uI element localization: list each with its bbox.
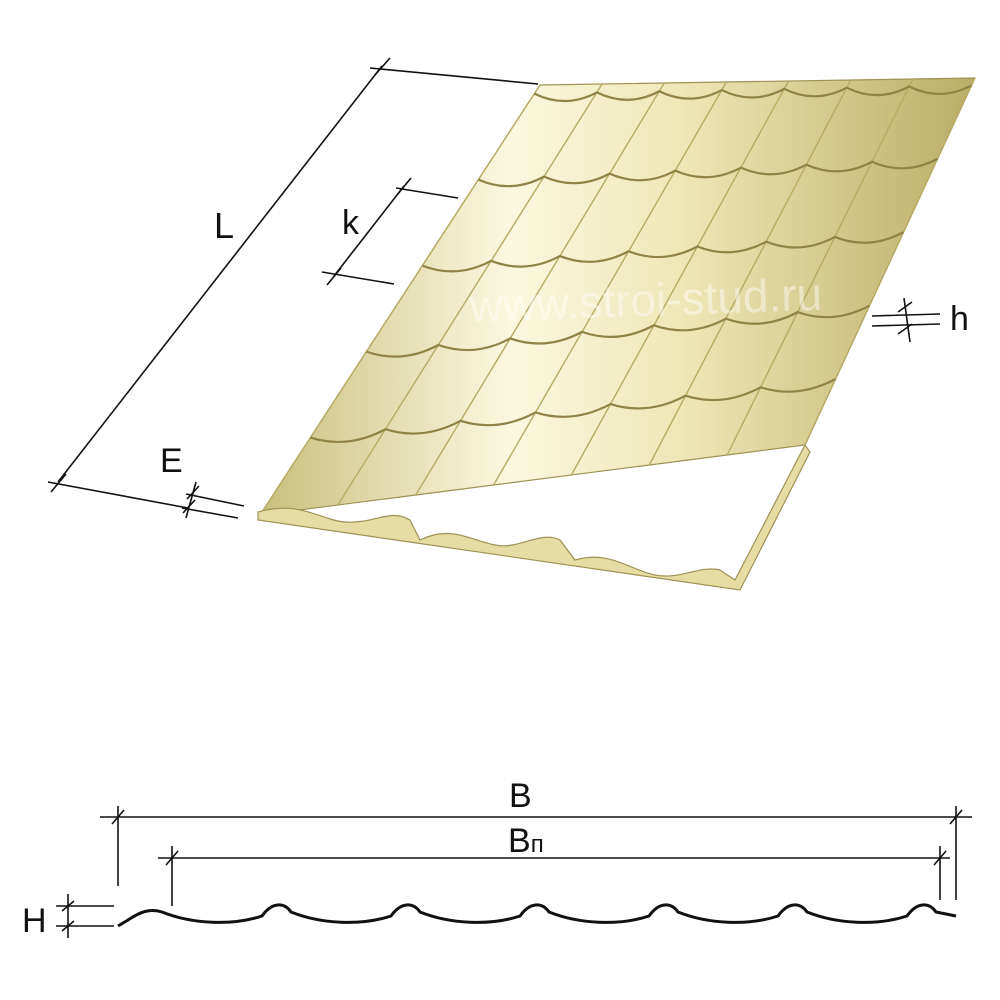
- sheet-rib-line: [570, 80, 790, 476]
- sheet-front-edge: [257, 443, 811, 591]
- metal-tile-sheet: www.stroi-stud.ru: [257, 77, 976, 591]
- label-E: E: [160, 442, 183, 480]
- sheet-step-line: [477, 157, 939, 188]
- sheet-step-line: [421, 231, 905, 273]
- dimension-L: L: [47, 57, 539, 509]
- label-B: B: [509, 777, 532, 815]
- sheet-ribs: [259, 77, 976, 516]
- sheet-step-line: [310, 377, 837, 444]
- sheet-rib-line: [726, 78, 914, 456]
- profile-section: B Bп H: [22, 777, 972, 940]
- dimension-k: k: [321, 177, 459, 286]
- sheet-rib-line: [492, 81, 728, 486]
- label-Bp-main: B: [508, 822, 531, 860]
- sheet-rib-line: [415, 82, 665, 496]
- dimension-E: E: [160, 442, 245, 519]
- sheet-steps: [310, 84, 973, 444]
- label-h: h: [950, 300, 969, 338]
- sheet-rib-line: [259, 84, 541, 516]
- sheet-rib-line: [804, 77, 976, 446]
- label-Bp: Bп: [508, 822, 544, 860]
- sheet-rib-line: [648, 79, 852, 466]
- label-H: H: [22, 902, 47, 940]
- label-L: L: [214, 205, 234, 246]
- sheet-step-line: [366, 304, 871, 358]
- profile-line: [117, 903, 957, 928]
- sheet-step-line: [533, 84, 973, 103]
- dimension-h: h: [871, 297, 969, 343]
- label-k: k: [342, 204, 360, 242]
- sheet-rib-line: [337, 83, 603, 506]
- watermark: www.stroi-stud.ru: [468, 268, 823, 332]
- label-Bp-sub: п: [531, 831, 544, 858]
